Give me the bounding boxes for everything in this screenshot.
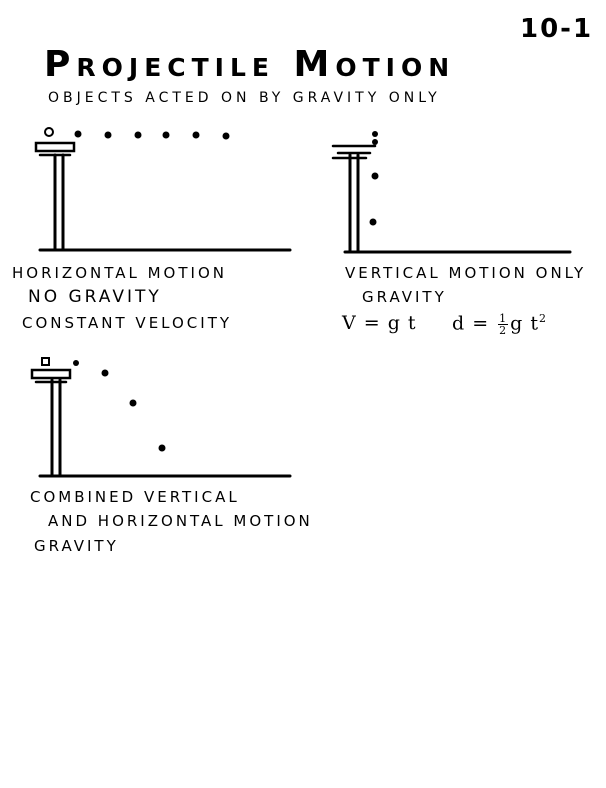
ball-position-dot: [369, 218, 377, 226]
vertical-caption-line1: VERTICAL MOTION ONLY: [345, 264, 587, 282]
ball-position-dot: [73, 360, 79, 366]
vertical-motion-figure: [331, 144, 572, 254]
ball-position-dot: [74, 130, 82, 138]
combined-caption-line3: GRAVITY: [34, 537, 119, 555]
distance-formula-exponent: 2: [539, 312, 548, 325]
ball-position-dot: [371, 172, 379, 180]
horizontal-caption-line3: CONSTANT VELOCITY: [22, 314, 233, 332]
launcher-table: [30, 368, 72, 380]
distance-formula: d = 1 2 g t2: [452, 312, 547, 336]
combined-caption-line1: COMBINED VERTICAL: [30, 488, 240, 506]
page-subtitle: OBJECTS ACTED ON BY GRAVITY ONLY: [48, 90, 441, 106]
ball-position-dot: [372, 139, 378, 145]
ball-position-dot: [101, 369, 109, 377]
ball-position-dot: [158, 444, 166, 452]
launcher-table: [34, 141, 76, 153]
page-title: Projectile Motion: [44, 44, 456, 85]
combined-motion-figure: [30, 368, 292, 478]
fraction-numerator: 1: [498, 311, 509, 325]
ball-position-dot: [129, 399, 137, 407]
ball-position-dot: [162, 131, 170, 139]
distance-formula-rhs: g t: [510, 312, 540, 335]
ball-position-dot: [372, 131, 378, 137]
one-half-fraction: 1 2: [498, 311, 509, 337]
fraction-denominator: 2: [499, 323, 508, 337]
vertical-caption-line2: GRAVITY: [362, 288, 447, 306]
velocity-formula: V = g t: [342, 312, 417, 334]
horizontal-motion-figure: [34, 141, 292, 252]
ball-position-dot: [192, 131, 200, 139]
ball-position-dot: [134, 131, 142, 139]
combined-caption-line2: AND HORIZONTAL MOTION: [48, 512, 313, 530]
ball-position-dot: [44, 127, 54, 137]
ball-position-dot: [104, 131, 112, 139]
horizontal-caption-line2: NO GRAVITY: [28, 287, 162, 307]
distance-formula-lhs: d =: [452, 312, 490, 335]
ball-position-dot: [222, 132, 230, 140]
horizontal-caption-line1: HORIZONTAL MOTION: [12, 264, 227, 282]
ball-start-marker: [41, 357, 50, 366]
page-number: 10-1: [520, 14, 594, 44]
